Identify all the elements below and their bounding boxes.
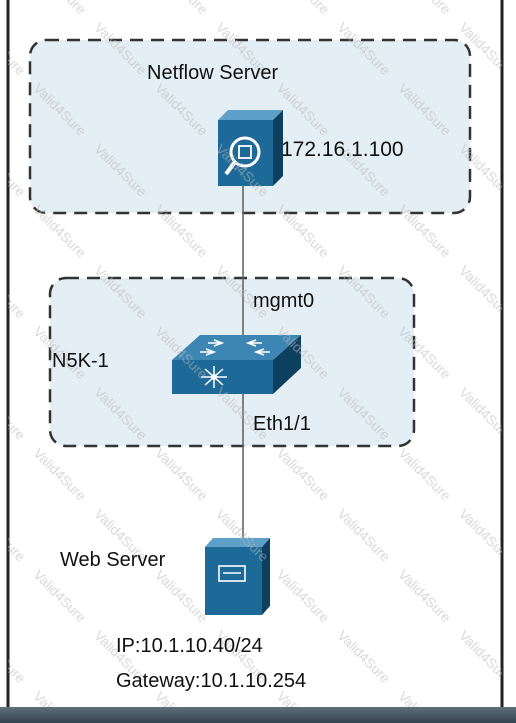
netflow-server-label: Netflow Server	[147, 62, 279, 84]
netflow-server-ip: 172.16.1.100	[281, 138, 404, 161]
mgmt-port-label: mgmt0	[253, 290, 315, 312]
bottom-edge-bar	[0, 707, 516, 723]
watermark-overlay	[8, 0, 502, 709]
web-server-gateway: Gateway:10.1.10.254	[116, 670, 307, 692]
web-server-ip: IP:10.1.10.40/24	[116, 635, 263, 657]
web-server-label: Web Server	[60, 549, 166, 571]
switch-label: N5K-1	[52, 350, 109, 372]
eth-port-label: Eth1/1	[253, 413, 311, 435]
